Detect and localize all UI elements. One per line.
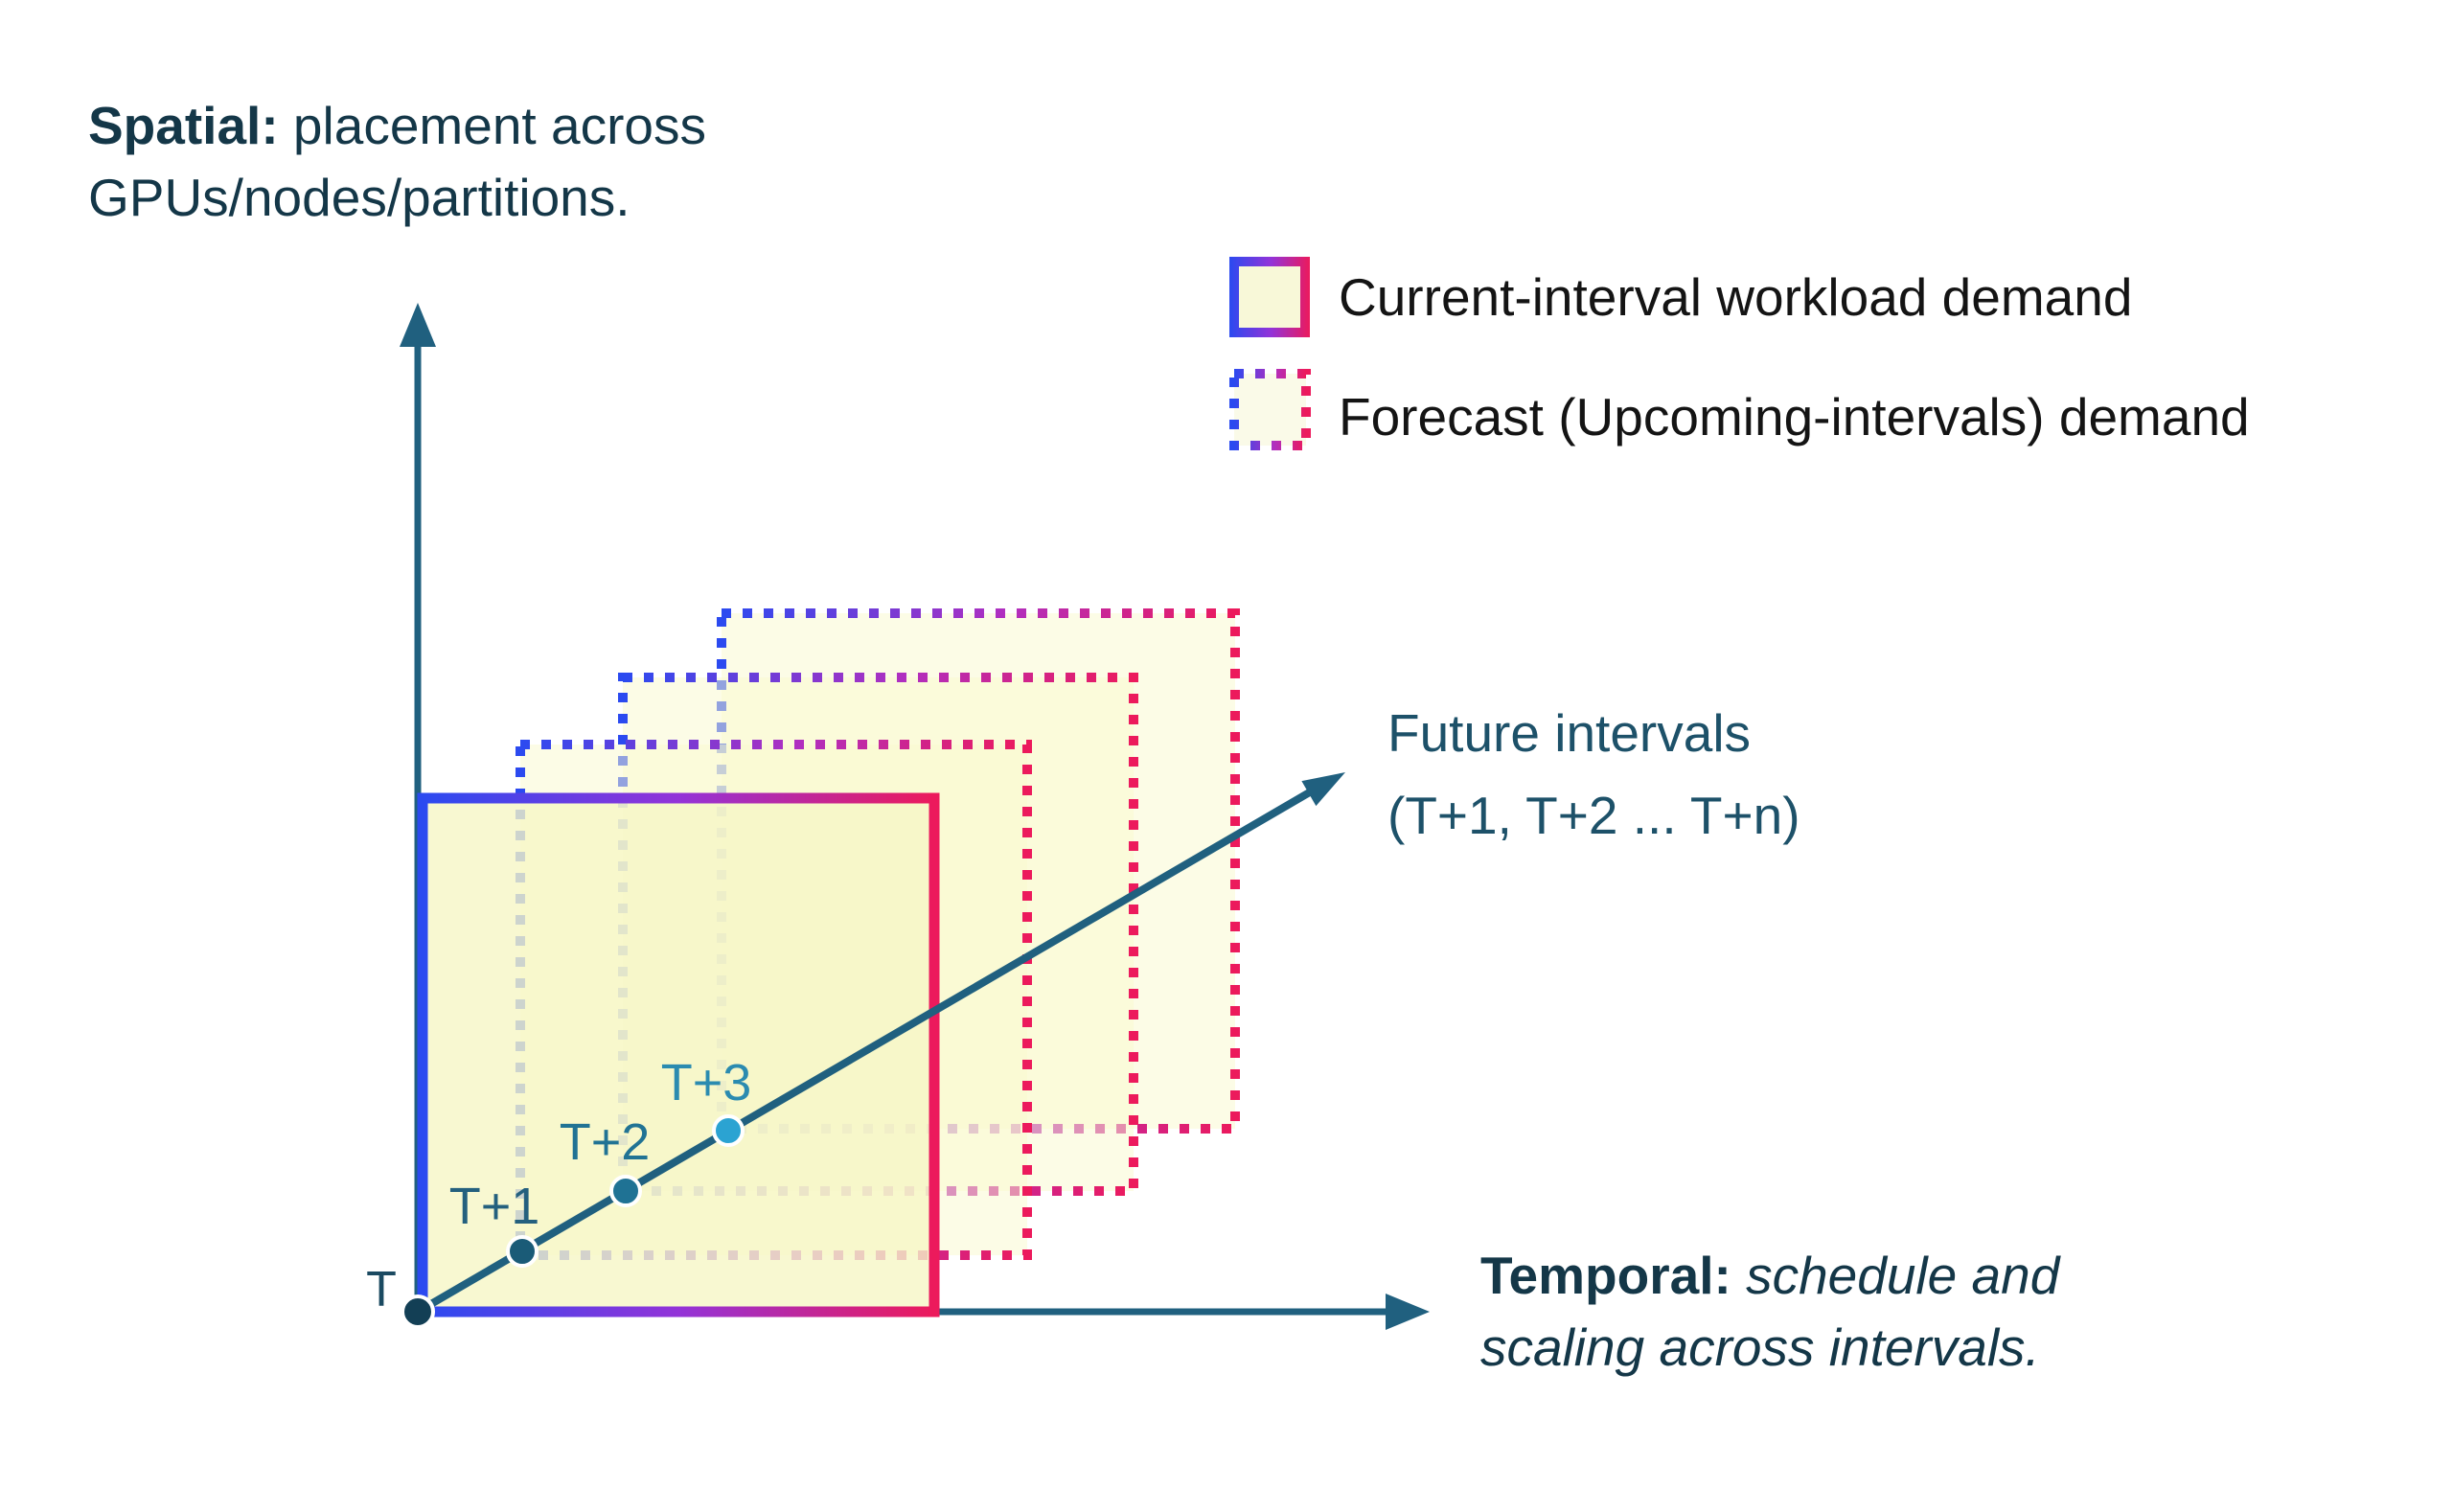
point-label-t3: T+3: [661, 1054, 752, 1111]
future-axis-arrowhead-icon: [1301, 772, 1345, 807]
temporal-note-rest: schedule and: [1731, 1246, 2060, 1305]
spatial-note-line1: Spatial: placement across: [88, 90, 706, 162]
future-axis-line: [415, 787, 1316, 1316]
temporal-note: Temporal: schedule and scaling across in…: [1480, 1240, 2059, 1384]
current-interval-swatch-icon: [1229, 257, 1310, 337]
temporal-note-lead: Temporal:: [1480, 1246, 1731, 1305]
point-t3: [712, 1114, 745, 1147]
future-axis-label-line1: Future intervals: [1387, 703, 1752, 763]
legend-item-forecast: Forecast (Upcoming-intervals) demand: [1229, 363, 2250, 470]
point-t2: [609, 1175, 642, 1207]
current-interval-square: [417, 792, 940, 1317]
point-t: [401, 1294, 435, 1329]
legend: Current-interval workload demand Forecas…: [1229, 257, 2250, 495]
forecast-swatch-icon: [1229, 388, 1310, 470]
spatial-note-line2: GPUs/nodes/partitions.: [88, 168, 630, 227]
point-label-t: T: [366, 1262, 397, 1317]
legend-dotted-swatch: [1229, 369, 1311, 450]
spatial-note: Spatial: placement across GPUs/nodes/par…: [88, 90, 706, 234]
point-label-t1: T+1: [449, 1178, 540, 1235]
point-t1: [506, 1235, 539, 1268]
spatial-note-rest: placement across: [278, 96, 706, 155]
spatial-note-lead: Spatial:: [88, 96, 279, 155]
point-label-t2: T+2: [560, 1113, 651, 1171]
legend-item-label: Current-interval workload demand: [1339, 267, 2133, 327]
future-axis-label-line2: (T+1, T+2 ... T+n): [1387, 786, 1800, 845]
temporal-note-line2: scaling across intervals.: [1480, 1317, 2040, 1377]
future-axis-label: Future intervals (T+1, T+2 ... T+n): [1387, 692, 1800, 857]
legend-item-label: Forecast (Upcoming-intervals) demand: [1339, 386, 2250, 447]
legend-item-current: Current-interval workload demand: [1229, 257, 2250, 337]
x-axis-arrowhead-icon: [1386, 1294, 1430, 1330]
temporal-note-line1: Temporal: schedule and: [1480, 1240, 2059, 1312]
y-axis-arrowhead-icon: [400, 303, 436, 347]
